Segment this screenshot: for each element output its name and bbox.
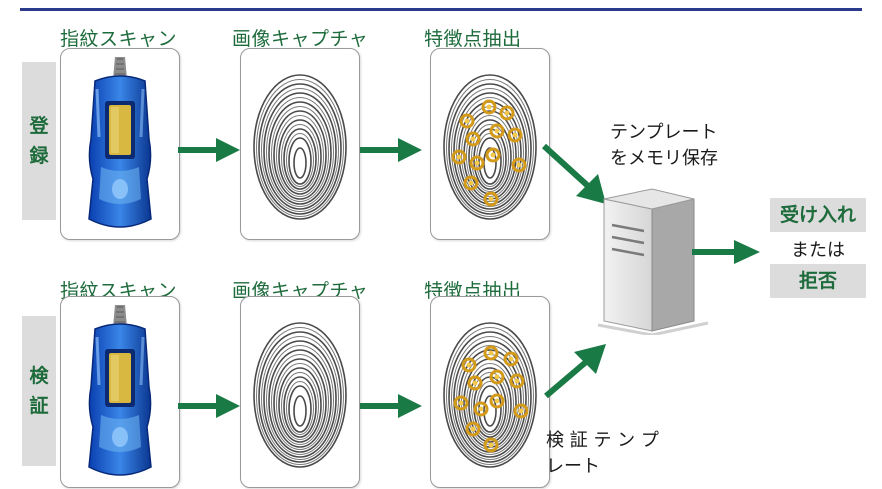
scanner-device-icon (60, 296, 180, 488)
side-tab-char: 証 (29, 395, 49, 417)
minutiae-fingerprint-icon (430, 48, 550, 240)
side-tab-enroll: 登 録 (22, 62, 56, 220)
scanner-device-icon (60, 48, 180, 240)
arrow-right-icon (178, 138, 240, 162)
verify-note-line: 検 証 テ ン プ (546, 430, 659, 451)
arrow-right-icon (178, 394, 240, 418)
stage-label-capture: 画像キャプチャ (232, 28, 369, 50)
fingerprint-icon (240, 48, 360, 240)
arrow-right-icon (360, 394, 422, 418)
or-label: または (791, 240, 845, 261)
server-note: テンプレート をメモリ保存 (610, 120, 718, 172)
arrow-diagonal-down-icon (541, 143, 606, 204)
stage-label-extract: 特徴点抽出 (424, 28, 522, 50)
side-tab-char: 録 (29, 145, 49, 167)
server-note-line: テンプレート (610, 122, 718, 143)
arrow-diagonal-up-icon (544, 344, 606, 399)
side-tab-char: 検 (29, 364, 49, 387)
side-tab-verify: 検 証 (22, 316, 56, 466)
top-rule (20, 8, 862, 11)
arrow-right-icon (360, 138, 422, 162)
server-icon (597, 188, 709, 335)
fingerprint-icon (240, 296, 360, 488)
server-note-line: をメモリ保存 (610, 148, 718, 170)
stage-label-scan: 指紋スキャン (60, 28, 178, 50)
verify-note-line: レート (546, 456, 600, 478)
arrow-right-icon (692, 240, 760, 264)
minutiae-fingerprint-icon (430, 296, 550, 488)
side-tab-char: 登 (29, 114, 49, 137)
reject-label: 拒否 (770, 264, 866, 298)
verify-template-note: 検 証 テ ン プ レート (546, 428, 659, 480)
accept-label: 受け入れ (770, 198, 866, 232)
